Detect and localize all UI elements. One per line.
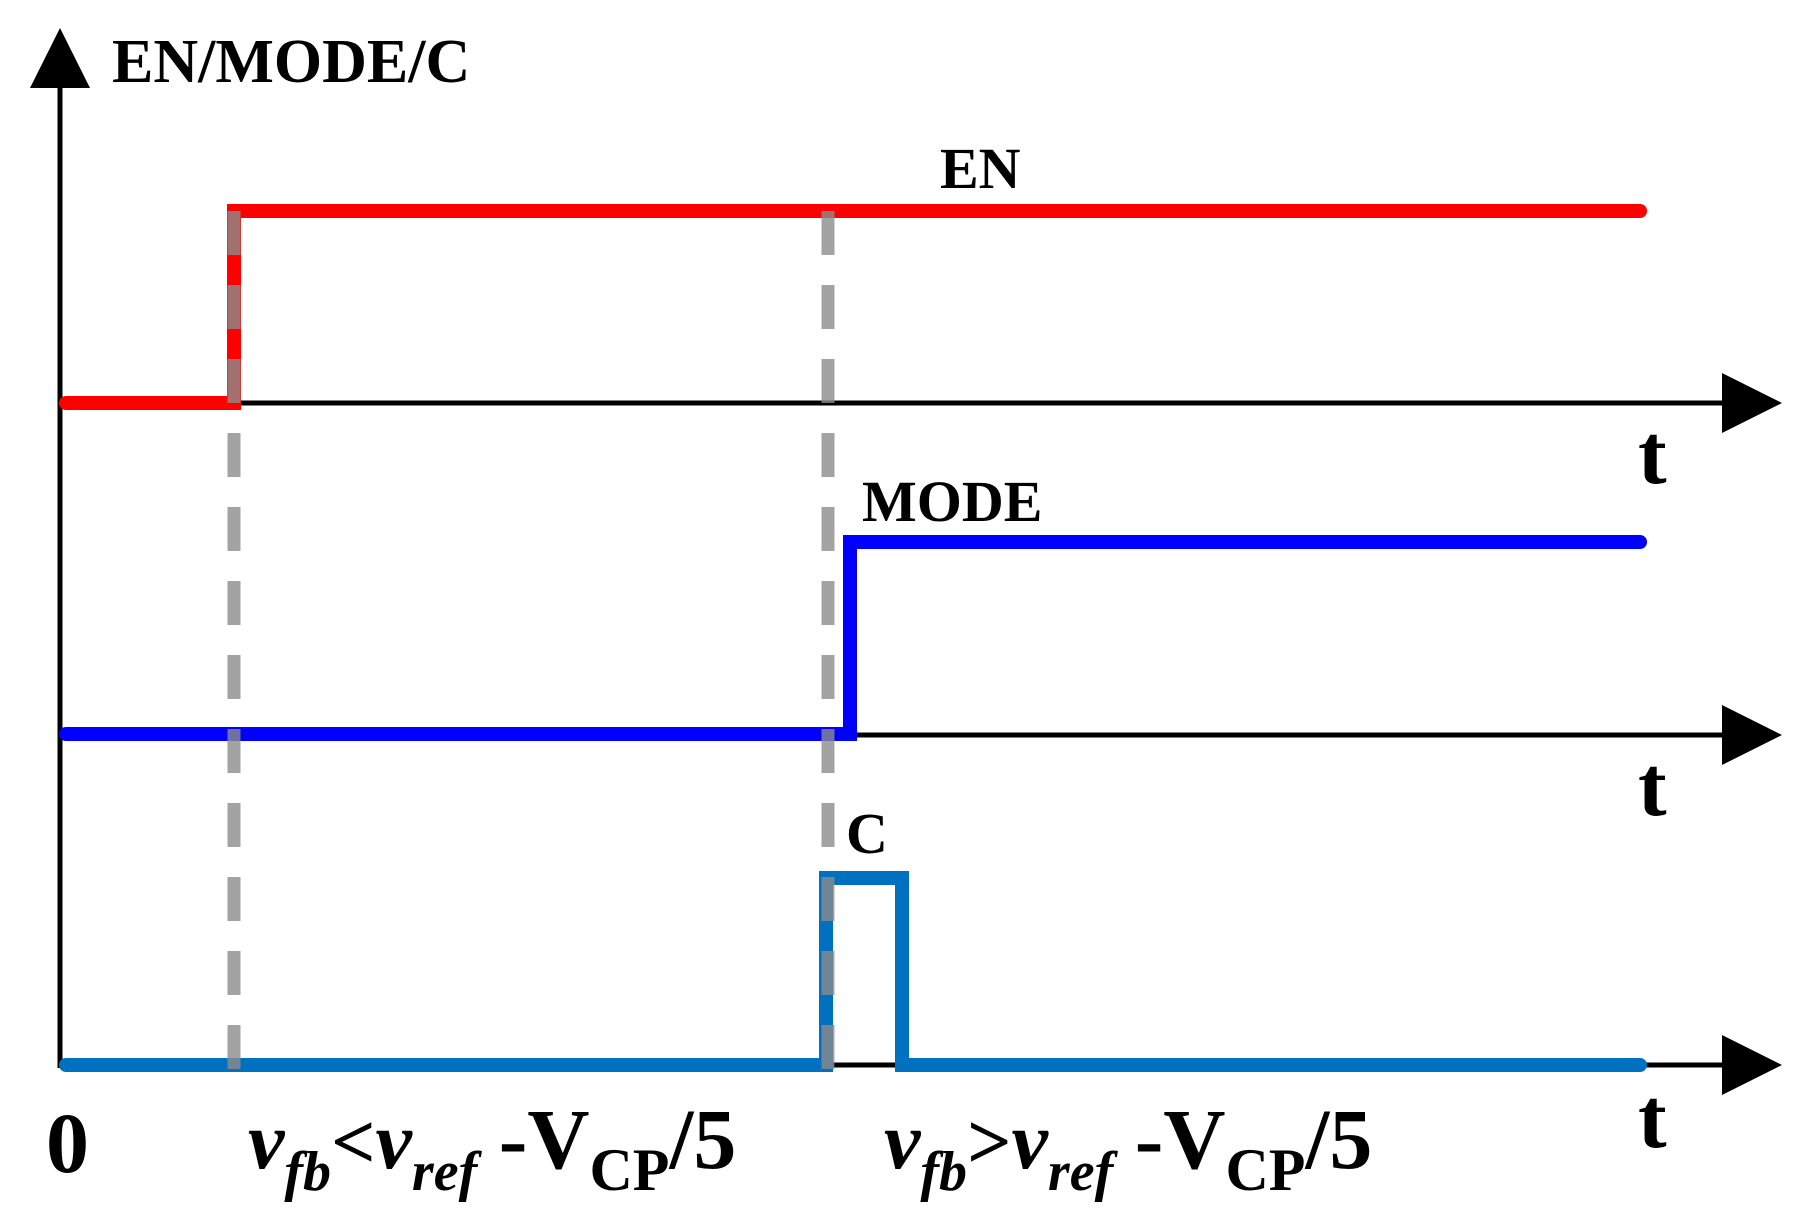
condition-2-sub1: fb <box>920 1141 967 1203</box>
origin-label: 0 <box>46 1095 89 1191</box>
condition-2-sub3: CP <box>1225 1137 1305 1203</box>
y-axis-label: EN/MODE/C <box>112 28 470 96</box>
condition-1-sub3: CP <box>589 1137 669 1203</box>
condition-1-v1: v <box>248 1095 286 1186</box>
condition-2-sub2: ref <box>1048 1141 1119 1203</box>
time-axis-mode-arrow <box>1722 705 1782 765</box>
en-label: EN <box>940 136 1021 201</box>
condition-1-tail: /5 <box>668 1091 736 1187</box>
time-label-mode: t <box>1638 738 1667 834</box>
condition-2-tail: /5 <box>1304 1091 1372 1187</box>
condition-2: vfb>vref -VCP/5 <box>884 1091 1372 1203</box>
condition-2-v1: v <box>884 1095 922 1186</box>
condition-1-op: < <box>331 1098 375 1185</box>
mode-label: MODE <box>862 469 1042 534</box>
condition-1-v2: v <box>376 1095 414 1186</box>
time-axis-c-arrow <box>1722 1035 1782 1095</box>
time-axis-en-arrow <box>1722 373 1782 433</box>
condition-1-sub1: fb <box>284 1141 331 1203</box>
mode-waveform <box>59 535 1647 741</box>
c-waveform <box>59 871 1647 1072</box>
c-label: C <box>846 801 888 866</box>
time-label-c: t <box>1638 1070 1667 1166</box>
time-label-en: t <box>1638 406 1667 502</box>
condition-2-minus: -V <box>1113 1091 1225 1187</box>
en-waveform <box>59 204 1647 410</box>
condition-2-v2: v <box>1012 1095 1050 1186</box>
y-axis-arrow <box>30 28 90 88</box>
condition-1-sub2: ref <box>412 1141 483 1203</box>
condition-1-minus: -V <box>477 1091 589 1187</box>
condition-1: vfb<vref -VCP/5 <box>248 1091 736 1203</box>
condition-2-op: > <box>967 1098 1011 1185</box>
